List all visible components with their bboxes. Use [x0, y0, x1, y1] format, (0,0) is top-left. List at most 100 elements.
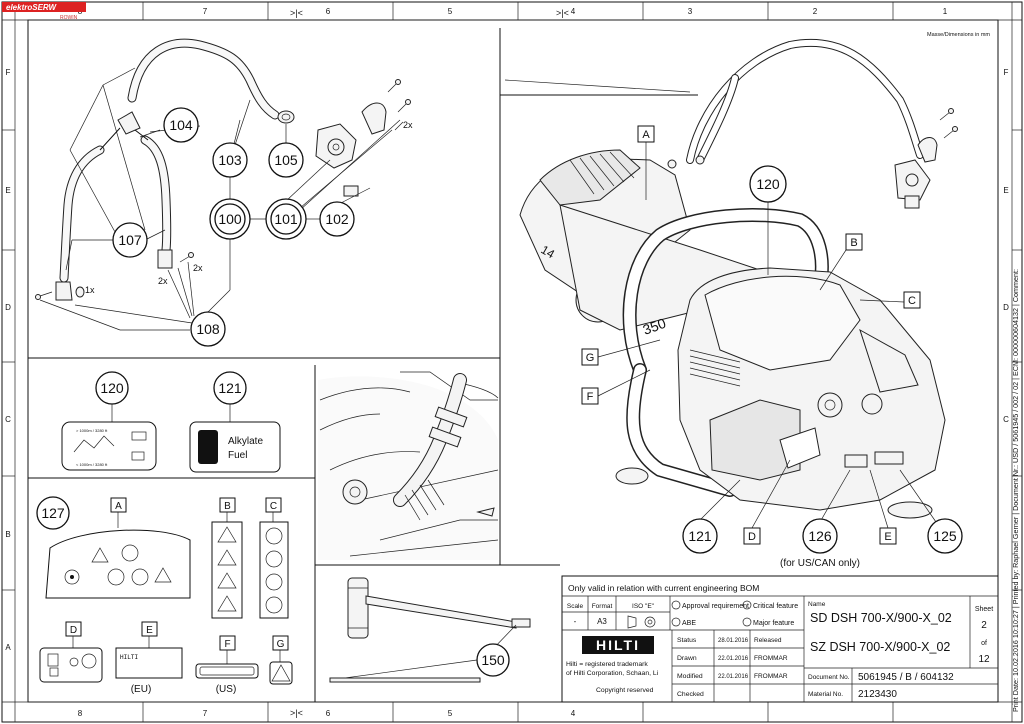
tool-panel: 150	[329, 577, 531, 683]
decal-letter-a: A	[115, 501, 122, 512]
watermark-text: elektroSERW	[6, 3, 58, 12]
sheet-of-label: of	[981, 640, 987, 647]
model-14-text: 14	[539, 242, 558, 261]
drawn-row-value: FROMMAR	[754, 655, 788, 662]
abe-label: ABE	[682, 620, 696, 627]
grid-col-label: 7	[203, 709, 208, 718]
hilti-logo-text: HILTI	[596, 637, 640, 653]
status-row-value: Released	[754, 637, 782, 644]
critical-checkbox	[742, 600, 752, 610]
socket-wrench-barrel	[347, 577, 369, 639]
grid-column-labels-top: 8 7 6 5 4 3 2 1	[78, 7, 948, 16]
material-no-label: Material No.	[808, 691, 843, 698]
grid-col-label: 6	[326, 709, 331, 718]
sheet-total: 12	[978, 654, 990, 665]
grid-row-label: E	[1003, 186, 1008, 195]
main-leaders	[597, 142, 937, 529]
watermark-logo: elektroSERW ROWIN	[2, 2, 86, 21]
wrench-bar	[365, 595, 517, 629]
material-no-value: 2123430	[858, 689, 897, 700]
callout-letter-c: C	[908, 295, 916, 307]
callout-bubble	[112, 222, 148, 258]
model-350-text: 350	[641, 315, 669, 338]
callout-bubble	[268, 142, 304, 178]
sheet-number: 2	[981, 620, 987, 631]
fuel-can-icon	[198, 430, 218, 464]
callout-bubble	[212, 142, 248, 178]
quantity-label: 2x	[403, 120, 413, 130]
status-row-label: Status	[677, 637, 697, 644]
grid-row-label: D	[5, 303, 11, 312]
callout-number: 101	[274, 211, 298, 227]
fuel-label-line1: Alkylate	[228, 436, 263, 447]
grid-col-label: 2	[813, 7, 818, 16]
altitude-low-text: < 1000m / 3280 ft	[76, 462, 108, 467]
hose-kit-leaders	[39, 67, 401, 331]
callout-number: 102	[325, 211, 349, 227]
quantity-label: 2x	[193, 263, 203, 273]
grid-col-label: 8	[78, 709, 83, 718]
callout-number: 108	[196, 321, 220, 337]
projection-symbol-icon	[627, 615, 656, 629]
scale-label: Scale	[567, 603, 584, 610]
decal-b-strip	[211, 521, 243, 619]
grid-col-label: 5	[448, 709, 453, 718]
callout-number: 105	[274, 152, 298, 168]
tool-callout-150: 150	[481, 652, 505, 668]
drawn-row-date: 22.01.2016	[718, 656, 749, 662]
trademark-line-1: Hilti = registered trademark	[566, 661, 648, 668]
callout-bubble	[270, 203, 302, 235]
decal-f-strip	[195, 663, 259, 679]
decal-letter-e: E	[146, 625, 153, 636]
hose-kit-illustration	[35, 38, 411, 301]
label-callout-121: 121	[218, 380, 242, 396]
labels-panel: 120 > 1000m / 3280 ft < 1000m / 3280 ft …	[61, 371, 281, 473]
grid-row-label: C	[1003, 415, 1009, 424]
grid-row-labels-right: F E D C	[1003, 68, 1009, 424]
format-value: A3	[597, 617, 607, 626]
grid-col-label: 1	[943, 7, 948, 16]
us-can-note: (for US/CAN only)	[780, 558, 860, 569]
title-block: Only valid in relation with current engi…	[561, 575, 999, 703]
decals-panel: 127 A B C D E	[36, 496, 293, 695]
callout-bubble	[214, 203, 246, 235]
grid-row-label: D	[1003, 303, 1009, 312]
decal-letter-d: D	[70, 625, 77, 636]
grid-row-label: C	[5, 415, 11, 424]
decal-e-plate	[115, 647, 183, 679]
grid-col-label: 4	[571, 709, 576, 718]
name-label: Name	[808, 601, 826, 608]
cut-off-saw-illustration: 14 350	[519, 38, 958, 519]
iso-label: ISO "E"	[632, 603, 655, 610]
approval-label: Approval requirement	[682, 603, 749, 610]
checked-row-label: Checked	[677, 691, 704, 698]
hilti-logo	[582, 636, 654, 654]
grid-column-labels-bottom: 8 7 6 5 4	[78, 709, 576, 718]
fuel-label-line2: Fuel	[228, 450, 247, 461]
callout-letter-f: F	[587, 391, 594, 403]
modified-row-value: FROMMAR	[754, 673, 788, 680]
grid-row-labels-left: F E D C B A	[5, 68, 11, 652]
altitude-high-text: > 1000m / 3280 ft	[76, 428, 108, 433]
altitude-label	[61, 421, 157, 471]
callout-letter-a: A	[642, 129, 650, 141]
grid-row-label: F	[6, 68, 11, 77]
callout-126: 126	[808, 528, 832, 544]
detail-view-illustration	[318, 371, 499, 560]
print-info-vertical: Print Date: 10.02.2016 10:10:27 | Printe…	[1011, 269, 1020, 712]
callout-letter-b: B	[850, 237, 857, 249]
svg-text:>|<: >|<	[556, 8, 569, 18]
callout-letter-e: E	[884, 531, 891, 543]
main-callouts: A 120 B C G F 121 D 126 E 125 (for US/CA…	[581, 125, 963, 569]
panel-dividers	[28, 28, 698, 702]
callout-number: 104	[169, 117, 193, 133]
decal-letter-c: C	[270, 501, 277, 512]
grid-row-label: A	[5, 643, 11, 652]
document-no-label: Document No.	[808, 674, 850, 681]
grid-col-label: 6	[326, 7, 331, 16]
abe-checkbox	[671, 617, 681, 627]
callout-bubble	[163, 107, 199, 143]
decal-letter-b: B	[224, 501, 231, 512]
decal-letter-g: G	[277, 639, 285, 650]
callout-letter-g: G	[586, 352, 595, 364]
